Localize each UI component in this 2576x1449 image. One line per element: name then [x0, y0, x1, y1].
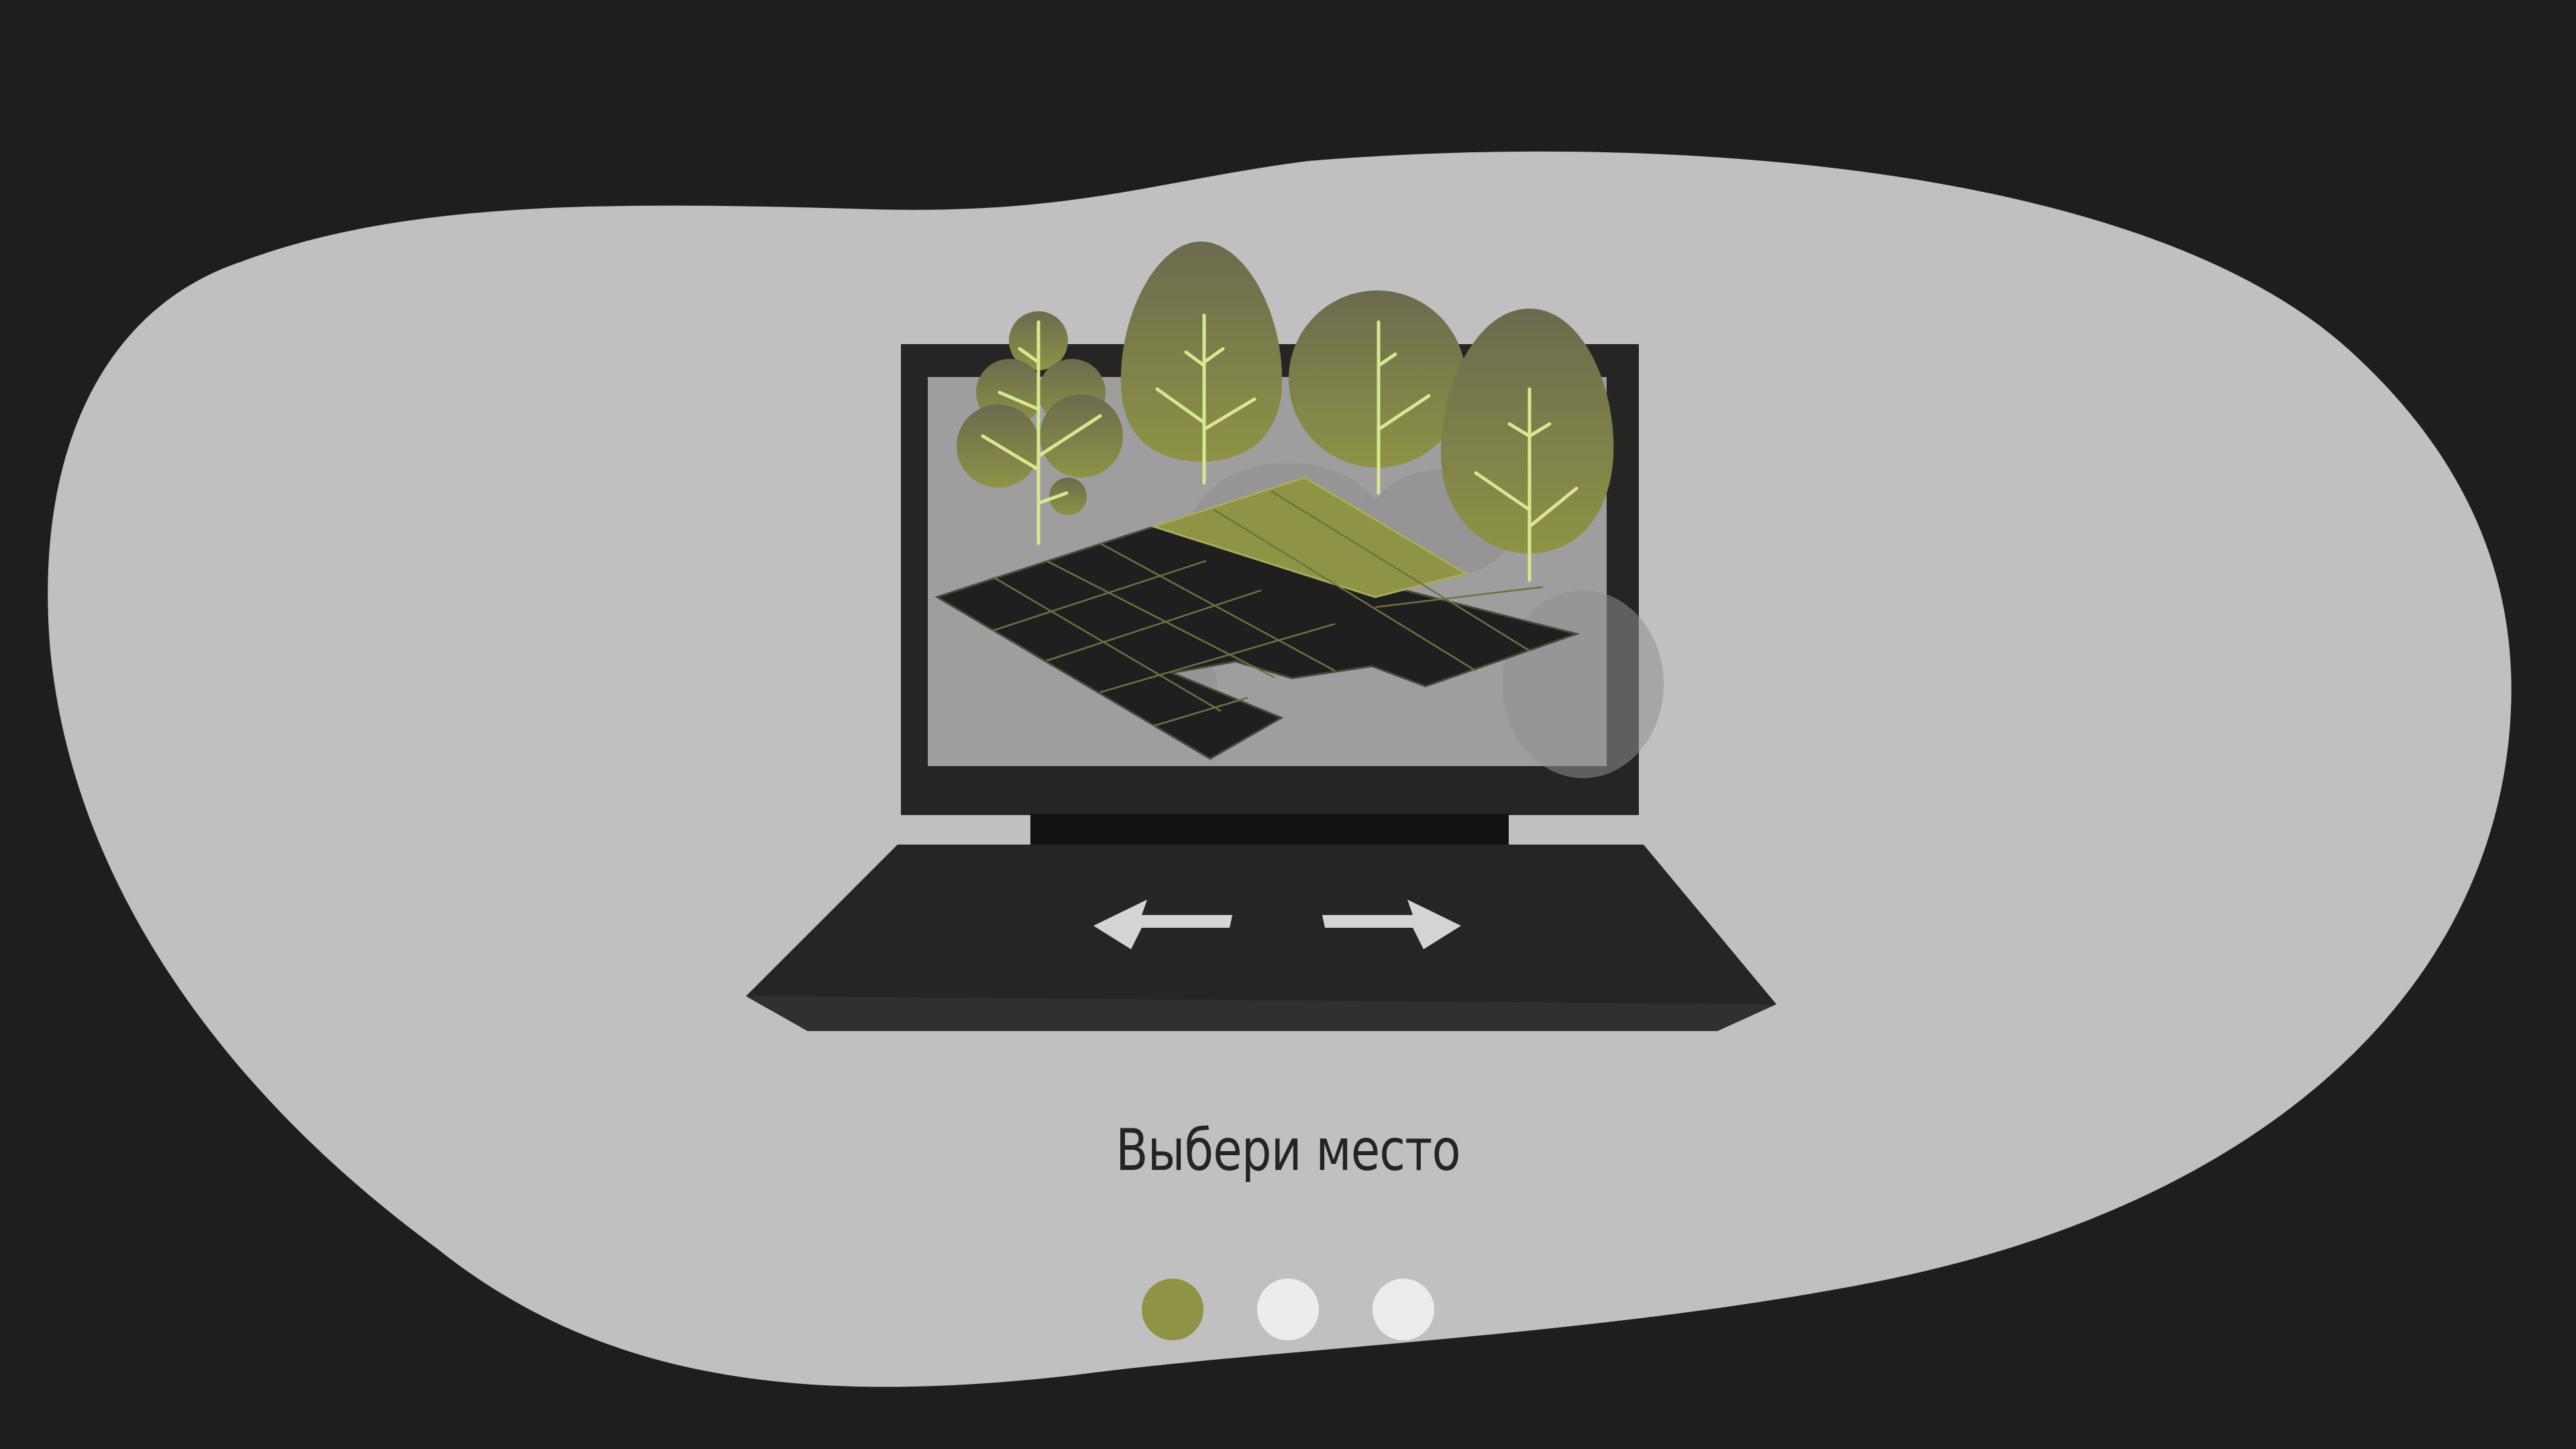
pagination-dot-1[interactable] [1142, 1279, 1203, 1340]
pagination-dot-3[interactable] [1373, 1279, 1434, 1340]
tree-icon [957, 241, 1614, 582]
pagination-dots [0, 1279, 2576, 1340]
arrow-right-icon [1322, 900, 1461, 949]
onboarding-caption: Выбери место [1116, 1117, 1461, 1184]
grid-floor-icon [934, 476, 1580, 760]
arrow-left-icon [1093, 900, 1232, 949]
pagination-dot-2[interactable] [1257, 1279, 1319, 1340]
